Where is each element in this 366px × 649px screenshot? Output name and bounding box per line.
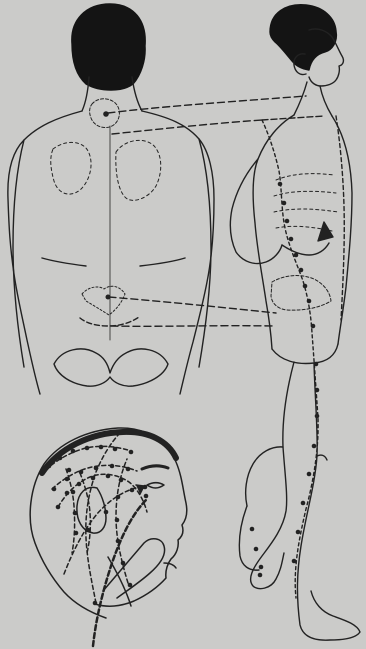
back-view-point-neck: [103, 111, 109, 117]
back-view-hair: [72, 4, 145, 90]
side-view-link-lower: [111, 326, 274, 327]
